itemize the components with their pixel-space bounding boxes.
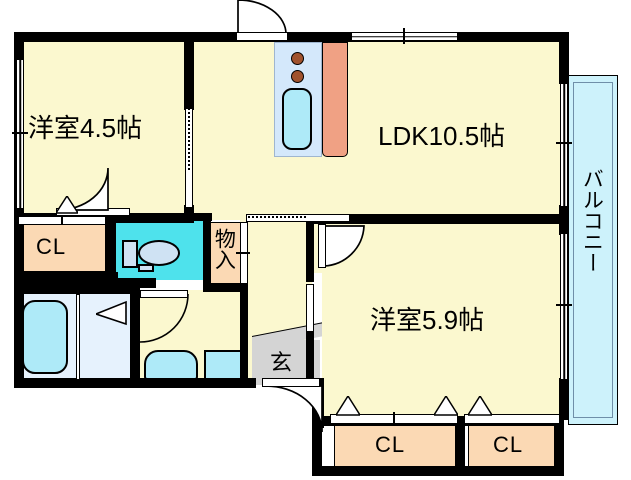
genkan-door-threshold — [262, 378, 320, 387]
sliding-door-monoire-marker — [236, 252, 250, 254]
wall-interior-v1 — [184, 32, 194, 110]
bath-sliding-door[interactable] — [76, 294, 80, 380]
wall-left-outer-lower — [14, 215, 24, 388]
closet-left-door-1[interactable] — [18, 216, 62, 225]
washroom-door-swing-arc — [140, 294, 189, 343]
window-ldk-balcony — [560, 84, 568, 206]
label-genkan: 玄 — [270, 350, 293, 375]
wall-right-ldk — [559, 32, 569, 84]
window-marker-ldk-top — [403, 28, 405, 44]
window-marker-ldk-right — [556, 142, 572, 144]
label-ldk: LDK10.5帖 — [378, 121, 506, 151]
label-closet-bottom-1: CL — [375, 432, 406, 457]
label-closet-bottom-2: CL — [493, 432, 524, 457]
wall-toilet-top — [108, 213, 212, 221]
sliding-door-kitchen-hall[interactable] — [246, 214, 350, 222]
sliding-door-hall-genkan[interactable] — [306, 284, 314, 332]
wall-bottom-hall — [240, 378, 256, 388]
window-room59-balcony — [560, 234, 568, 379]
label-closet-left: CL — [36, 234, 67, 259]
wall-closet-left-edge — [312, 416, 322, 476]
room-kitchen-corridor — [192, 40, 274, 220]
washitsu59-door-panel[interactable] — [318, 224, 326, 268]
closet-bottom-2-door[interactable] — [464, 414, 560, 424]
window-marker-left — [12, 132, 28, 134]
bathtub-fixture — [22, 300, 68, 374]
wall-monoire-left — [203, 213, 211, 291]
label-balcony: バルコニー — [580, 168, 604, 273]
kitchen-sink-fixture — [282, 88, 312, 150]
toilet-bowl-fixture — [138, 240, 180, 266]
closet-door-marker-3-icon — [468, 396, 492, 416]
label-washitsu-5-9: 洋室5.9帖 — [370, 305, 485, 335]
sliding-door-track-2 — [248, 216, 306, 218]
stove-burner-1-icon — [291, 52, 304, 65]
closet-left-door-marker-icon — [56, 196, 78, 214]
window-marker-room59-right — [556, 304, 572, 306]
washing-machine-fixture — [204, 350, 242, 380]
window-washitsu45-left — [16, 60, 24, 208]
genkan-door-swing-icon — [266, 386, 323, 433]
room-washitsu-5-9 — [322, 222, 562, 418]
label-washitsu-4-5: 洋室4.5帖 — [28, 113, 143, 143]
wall-hall-ldk — [306, 222, 314, 282]
wall-right-mid — [559, 205, 569, 235]
wall-hall-ldk-lower — [306, 330, 314, 385]
kitchen-entry-door-swing-icon — [237, 0, 287, 35]
wall-closet-right-edge — [554, 416, 564, 476]
toilet-tank-fixture — [122, 240, 138, 268]
washbasin-fixture — [144, 350, 198, 380]
room-balcony — [568, 75, 618, 425]
closet-left-door-2[interactable] — [62, 216, 106, 225]
wall-top-left — [14, 32, 274, 42]
wall-bottom-closets — [312, 466, 564, 476]
wall-monoire-bottom — [203, 283, 243, 292]
wall-ldk-room59 — [314, 214, 564, 224]
label-monoire: 物入 — [212, 228, 236, 270]
stove-burner-2-icon — [291, 70, 304, 83]
wall-bath-right — [130, 288, 140, 386]
wall-closet-divider — [456, 420, 465, 472]
closet-door-marker-1-icon — [336, 396, 360, 416]
kitchen-entry-door-threshold — [236, 32, 288, 41]
sliding-door-track-1 — [188, 108, 190, 170]
bath-door-arrow-icon — [96, 300, 127, 326]
wall-right-lower — [559, 378, 569, 420]
toilet-base-fixture — [138, 264, 154, 272]
refrigerator-space — [322, 42, 348, 157]
wall-washroom-right — [240, 283, 248, 385]
wall-bath-top — [14, 286, 138, 294]
closet-door-marker-2-icon — [434, 396, 458, 416]
closet-left — [18, 224, 106, 272]
wall-cl-left-bottom — [14, 272, 118, 288]
wall-toilet-left — [108, 213, 116, 285]
wall-toilet-bottom — [108, 278, 156, 288]
closet-bottom-1-door-split — [393, 412, 395, 426]
washitsu59-door-swing-icon — [324, 225, 365, 267]
closet-bottom-1 — [334, 424, 456, 468]
balcony-inner-line — [573, 82, 613, 418]
